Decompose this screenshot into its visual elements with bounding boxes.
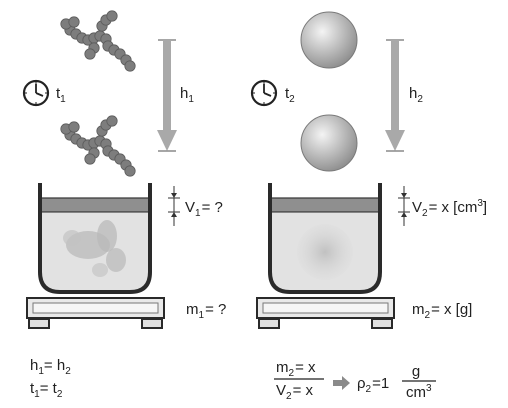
molecule-bead: [68, 16, 80, 28]
left-drop-arrow-icon: [157, 39, 177, 152]
right-drop-arrow-icon: [385, 39, 405, 152]
molecule-bead: [84, 48, 96, 60]
molecule-bead: [84, 153, 96, 165]
right-mass-label: m2= x [g]: [412, 301, 472, 321]
right-volume-bracket: [398, 186, 410, 226]
right-scale-icon: [256, 297, 395, 329]
right-volume-label: V2= x [cm3]: [412, 198, 487, 219]
submerged-sphere-blob: [297, 224, 353, 280]
right-clock-icon: [250, 79, 278, 107]
molecule-cluster-top-icon: [60, 10, 136, 72]
formula-denominator: V2= x: [276, 382, 314, 402]
sphere-bottom-icon: [300, 114, 358, 172]
left-height-label: h1: [180, 85, 194, 105]
molecule-bead: [106, 115, 118, 127]
molecule-bead: [124, 165, 136, 177]
left-time-label: t1: [56, 85, 66, 105]
submerged-molecule-blob: [63, 220, 126, 277]
implies-arrow-icon: [333, 376, 350, 390]
left-scale-icon: [26, 297, 165, 329]
right-time-label: t2: [285, 85, 295, 105]
condition-times-equal: t1= t2: [30, 380, 63, 400]
formula-unit-numerator: g: [412, 363, 420, 380]
formula-unit-denominator: cm3: [406, 383, 432, 401]
condition-heights-equal: h1= h2: [30, 357, 71, 377]
sphere-top-icon: [300, 11, 358, 69]
left-cylinder-icon: [38, 183, 152, 294]
left-volume-label: V1= ?: [185, 199, 223, 219]
left-volume-bracket: [168, 186, 180, 226]
left-clock-icon: [22, 79, 50, 107]
right-cylinder-icon: [268, 183, 382, 294]
molecule-cluster-bottom-icon: [60, 115, 136, 177]
molecule-bead: [106, 10, 118, 22]
molecule-bead: [68, 121, 80, 133]
formula-density-result: ρ2=1: [357, 375, 389, 395]
left-mass-label: m1= ?: [186, 301, 226, 321]
right-height-label: h2: [409, 85, 423, 105]
molecule-bead: [124, 60, 136, 72]
formula-numerator: m2= x: [276, 359, 316, 379]
